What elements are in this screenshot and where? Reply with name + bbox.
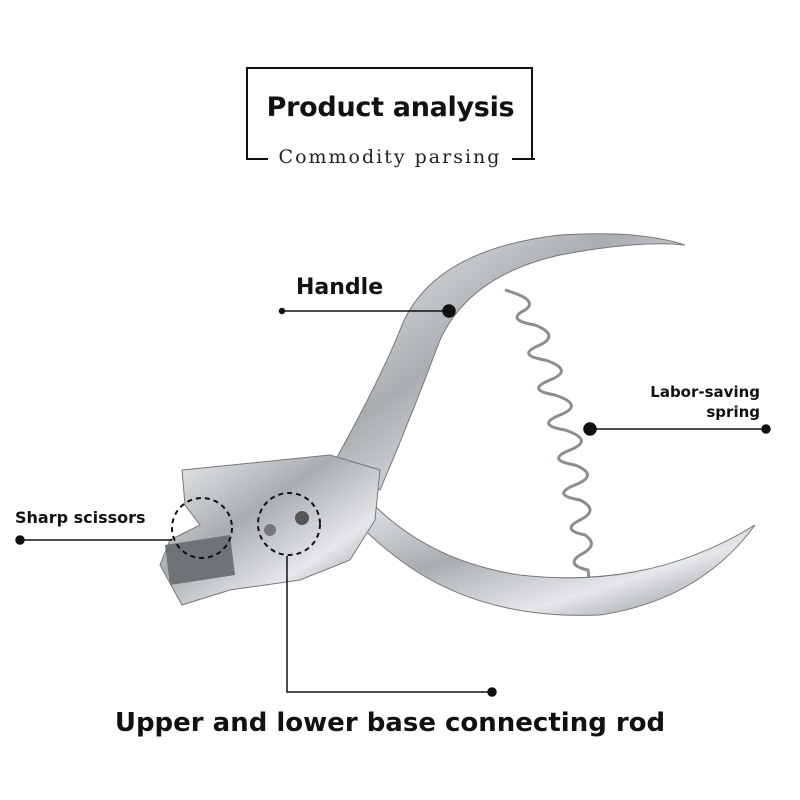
- scissors-highlight-circle: [171, 497, 233, 559]
- spring: [504, 288, 593, 586]
- page-title: Product analysis: [266, 92, 515, 123]
- callout-lines: [15, 304, 771, 697]
- scissors-label: Sharp scissors: [15, 508, 146, 527]
- title-frame: [246, 67, 533, 159]
- rod-label: Upper and lower base connecting rod: [114, 708, 666, 738]
- title-frame-line-left: [246, 158, 268, 160]
- lower-handle: [349, 489, 756, 616]
- title-frame-line-right: [512, 158, 535, 160]
- punch-head: [165, 535, 235, 585]
- rod-highlight-circle: [257, 492, 321, 556]
- spring-label-line1: Labor-saving: [650, 383, 760, 401]
- handle-label: Handle: [296, 275, 384, 300]
- rivet-hole: [295, 511, 309, 525]
- page-subtitle: Commodity parsing: [278, 146, 502, 168]
- upper-handle: [329, 233, 686, 491]
- spring-label-line2: spring: [706, 403, 760, 421]
- rivet: [264, 524, 276, 536]
